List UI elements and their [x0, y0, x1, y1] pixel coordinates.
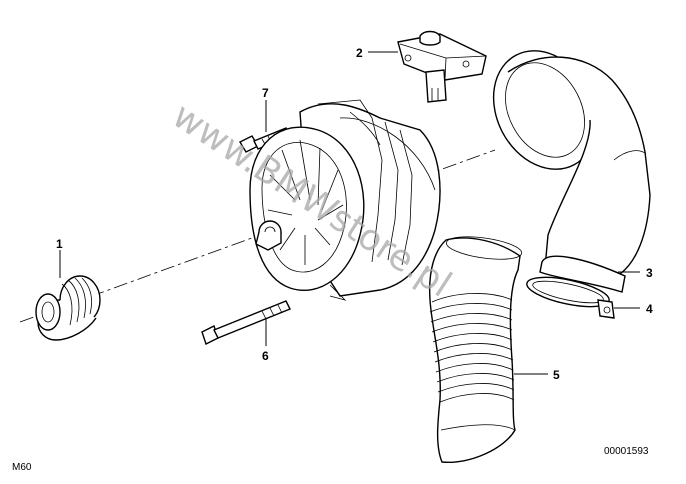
- callout-7: 7: [262, 86, 269, 100]
- callout-1: 1: [56, 237, 63, 251]
- hose-clamp-part[interactable]: [524, 272, 615, 319]
- callout-3: 3: [646, 266, 653, 280]
- voltage-regulator-part[interactable]: [397, 30, 487, 103]
- callout-6: 6: [262, 349, 269, 363]
- model-code-label: M60: [12, 462, 32, 473]
- callout-5: 5: [553, 368, 560, 382]
- lower-bolt-part[interactable]: [201, 300, 291, 345]
- callout-2: 2: [356, 46, 363, 60]
- corrugated-hose-part[interactable]: [428, 233, 523, 464]
- alternator-body[interactable]: [249, 99, 441, 301]
- air-duct-part[interactable]: [474, 33, 651, 293]
- diagram-number-label: 00001593: [604, 446, 649, 457]
- leader-lines: [59, 51, 640, 375]
- callout-4: 4: [646, 302, 653, 316]
- pulley-part[interactable]: [35, 275, 101, 341]
